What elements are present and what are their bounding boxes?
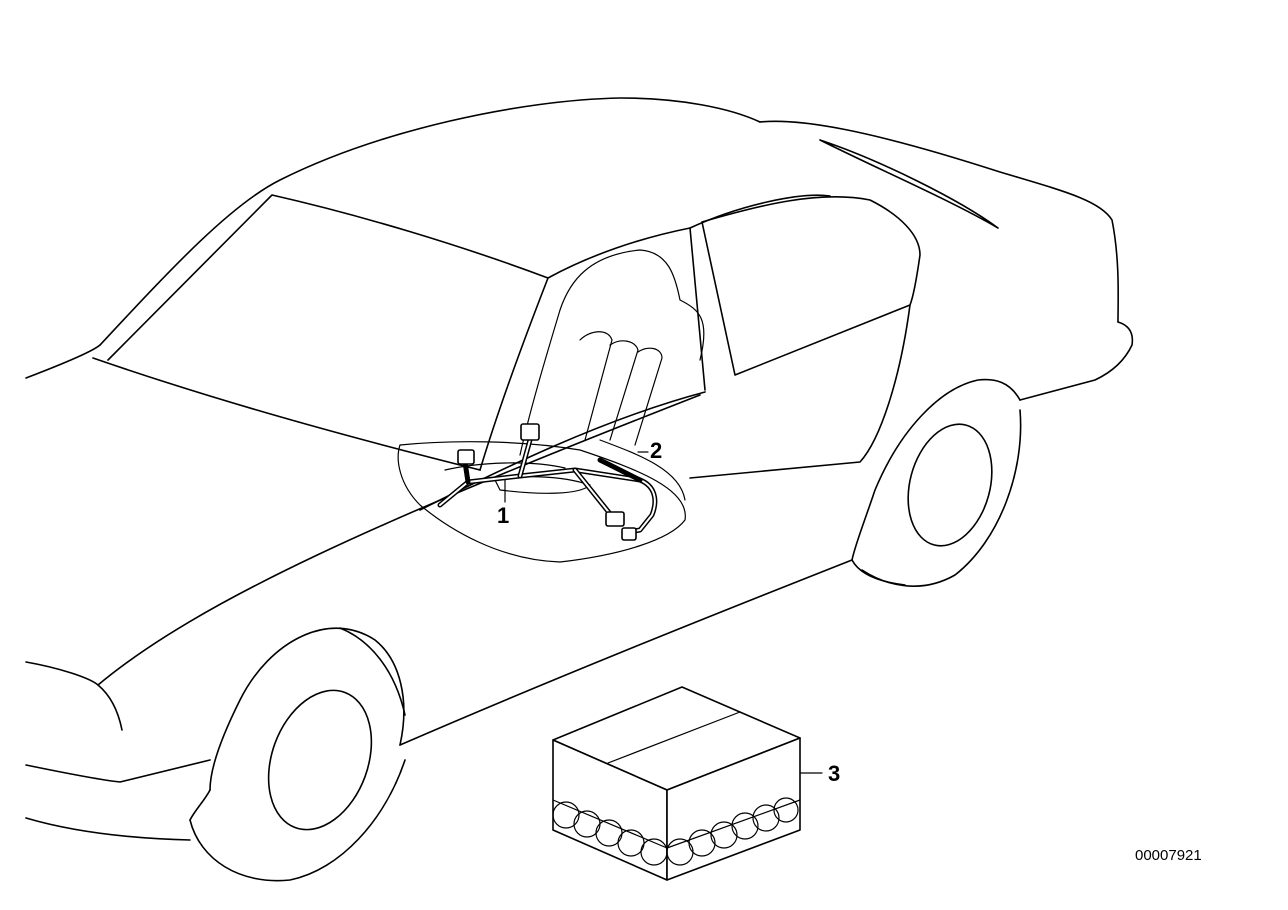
wiring-kit-box	[552, 686, 801, 881]
connector-upper	[520, 423, 540, 441]
callout-2: 2	[650, 438, 663, 463]
connector-right-a	[605, 511, 625, 527]
connector-left	[457, 449, 475, 465]
seat-heating-wiring-harness	[437, 423, 658, 541]
rear-seat	[519, 249, 705, 501]
car-body	[25, 97, 1134, 882]
callout-1: 1	[497, 503, 510, 528]
callout-3: 3	[828, 761, 841, 786]
connector-right-b	[621, 527, 637, 541]
reference-number: 00007921	[1135, 847, 1202, 864]
